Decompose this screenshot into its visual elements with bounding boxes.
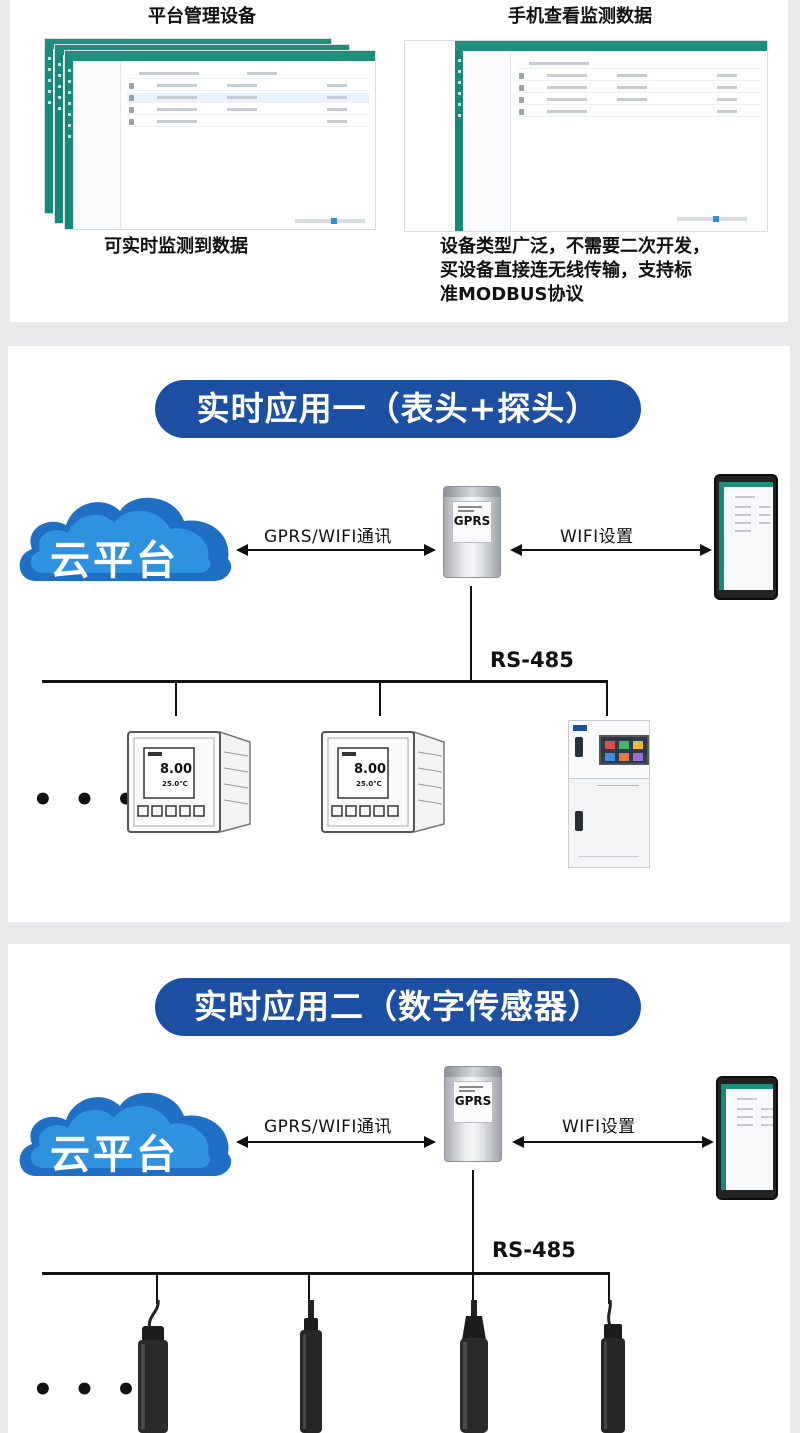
bus-drop-3 xyxy=(606,682,608,716)
wifi-setting-label: WIFI设置 xyxy=(560,527,634,547)
caption-device-types-1: 设备类型广泛，不需要二次开发， xyxy=(440,236,710,257)
caption-device-types-2: 买设备直接连无线传输，支持标 xyxy=(440,260,692,281)
gprs-wifi-label: GPRS/WIFI通讯 xyxy=(264,527,392,547)
rs485-label: RS-485 xyxy=(490,648,574,672)
wifi-setting-label-2: WIFI设置 xyxy=(562,1117,636,1137)
meter-2-temp: 25.0℃ xyxy=(356,780,382,788)
bus-drop-2-2 xyxy=(308,1274,310,1304)
bus-drop-2-4 xyxy=(608,1274,610,1304)
caption-realtime-data: 可实时监测到数据 xyxy=(104,236,248,257)
gateway-label: GPRS xyxy=(453,514,491,528)
digital-sensor-probe-4 xyxy=(601,1300,625,1433)
application-two-banner: 实时应用二（数字传感器） xyxy=(155,978,641,1036)
digital-sensor-probe-3 xyxy=(460,1300,488,1433)
rs485-bus-line xyxy=(42,680,608,683)
dashboard-screenshot-front xyxy=(64,50,376,230)
cloud-platform-icon-2 xyxy=(19,1092,232,1176)
caption-phone-view: 手机查看监测数据 xyxy=(508,6,652,27)
digital-sensor-probe-1 xyxy=(138,1300,168,1433)
bus-drop-1 xyxy=(175,682,177,716)
meter-2-value: 8.00 xyxy=(354,762,387,777)
mobile-phone-icon-2 xyxy=(716,1076,778,1200)
application-one-banner: 实时应用一（表头+探头） xyxy=(155,380,641,438)
platform-overview-panel: 平台管理设备 手机查看监测数据 可实时监测到数据 设备类型广泛，不需要二次开发，… xyxy=(10,0,788,322)
gprs-wifi-arrow-2 xyxy=(236,1136,436,1148)
gprs-wifi-arrow xyxy=(236,544,436,556)
panel-meter-1 xyxy=(127,730,251,833)
caption-platform-manage: 平台管理设备 xyxy=(148,6,256,27)
gprs-wifi-label-2: GPRS/WIFI通讯 xyxy=(264,1117,392,1137)
caption-device-types-3: 准MODBUS协议 xyxy=(440,284,584,305)
mobile-phone-icon xyxy=(714,474,778,600)
dashboard-screenshot-mobile xyxy=(404,40,768,232)
gprs-gateway-device: GPRS xyxy=(443,486,501,578)
panel-meter-2 xyxy=(321,730,445,833)
more-devices-ellipsis: • • • xyxy=(32,780,141,820)
digital-sensor-probe-2 xyxy=(300,1300,322,1433)
gateway-drop-line xyxy=(470,586,472,682)
analyzer-cabinet xyxy=(568,720,650,868)
application-two-panel: 实时应用二（数字传感器） 云平台 GPRS/WIFI通讯 WIFI设置 GPRS… xyxy=(8,944,790,1433)
wifi-setting-arrow-2 xyxy=(512,1136,714,1148)
rs485-label-2: RS-485 xyxy=(492,1238,576,1262)
wifi-setting-arrow xyxy=(510,544,712,556)
gprs-gateway-device-2: GPRS xyxy=(444,1066,502,1162)
meter-1-value: 8.00 xyxy=(160,762,193,777)
cloud-platform-label-2: 云平台 xyxy=(50,1132,179,1178)
more-sensors-ellipsis: • • • xyxy=(32,1370,141,1410)
meter-1-temp: 25.0℃ xyxy=(162,780,188,788)
rs485-bus-line-2 xyxy=(42,1272,610,1275)
bus-drop-2-3 xyxy=(472,1274,474,1304)
bus-drop-2 xyxy=(379,682,381,716)
cloud-platform-icon xyxy=(19,497,232,581)
bus-drop-2-1 xyxy=(156,1274,158,1304)
gateway-label-2: GPRS xyxy=(454,1094,492,1108)
gateway-drop-line-2 xyxy=(472,1170,474,1274)
application-one-panel: 实时应用一（表头+探头） 云平台 GPRS/WIFI通讯 WIFI设置 GPRS… xyxy=(8,346,790,922)
cloud-platform-label: 云平台 xyxy=(50,538,179,584)
